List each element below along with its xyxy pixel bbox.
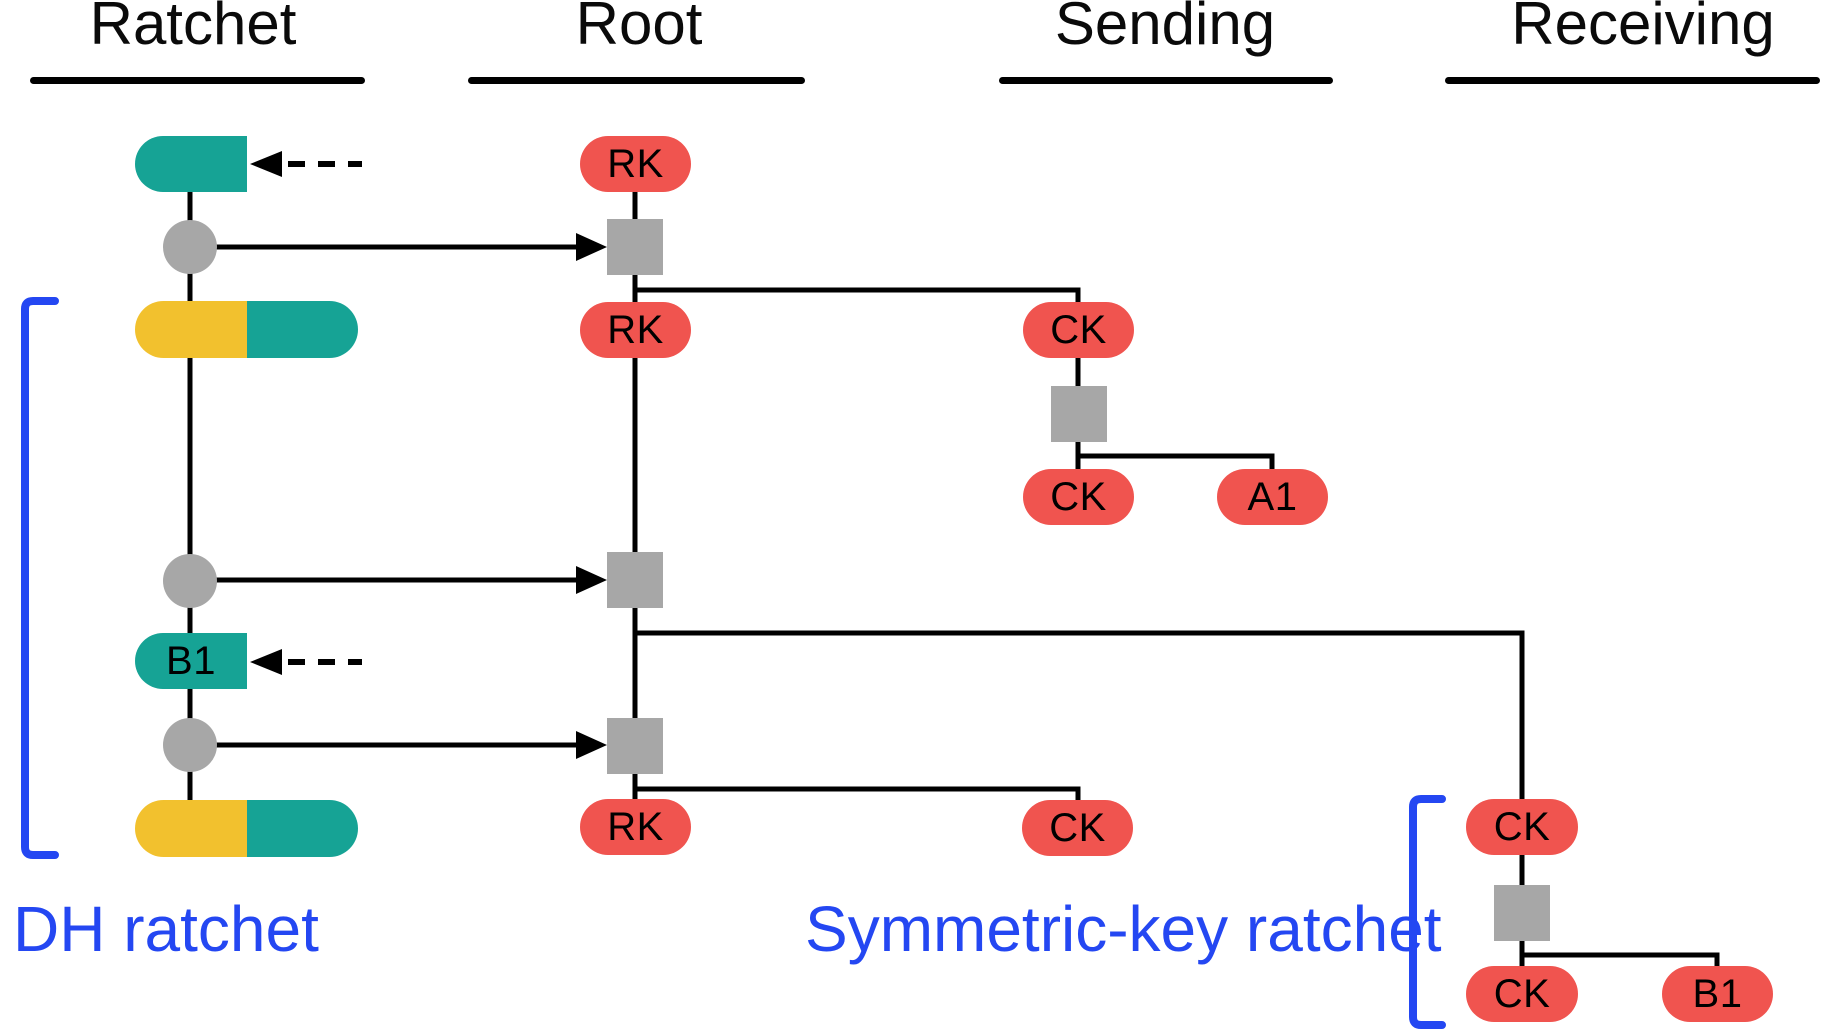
- receiving-chain-key-pill: CK: [1466, 799, 1578, 855]
- receiving-chain-key-pill: CK: [1466, 966, 1578, 1022]
- dh-public-key-pill: [135, 136, 247, 192]
- root-key-pill: RK: [580, 136, 691, 192]
- kdf-square: [1051, 386, 1107, 442]
- sending-chain-key-pill: CK: [1022, 800, 1133, 856]
- dh-private-half: [135, 800, 247, 857]
- column-header-ratchet: Ratchet: [89, 0, 297, 57]
- header-underline: [30, 77, 365, 84]
- kdf-square: [1494, 885, 1550, 941]
- header-underline: [999, 77, 1333, 84]
- header-underline: [1445, 77, 1820, 84]
- column-header-receiving: Receiving: [1511, 0, 1775, 57]
- message-key-a1-pill: A1: [1217, 469, 1328, 525]
- sending-to-a1-line: [1078, 453, 1275, 469]
- kdf-square: [607, 718, 663, 774]
- root-key-pill: RK: [580, 799, 691, 855]
- message-key-b1-pill: B1: [1662, 966, 1773, 1022]
- arrowhead-icon: [576, 566, 607, 594]
- dh-node-circle: [163, 220, 217, 274]
- dh-public-half: [246, 800, 358, 857]
- root-to-receiving-line: [635, 630, 1525, 966]
- sending-chain-key-pill: CK: [1023, 302, 1134, 358]
- incoming-arrowhead-icon: [250, 151, 282, 177]
- arrowhead-icon: [576, 731, 607, 759]
- dh-ratchet-label: DH ratchet: [13, 893, 319, 965]
- dh-keypair-pill: [135, 301, 358, 358]
- sending-chain-key-pill: CK: [1023, 469, 1134, 525]
- dh-ratchet-bracket: [21, 297, 59, 859]
- header-underline: [468, 77, 805, 84]
- root-key-pill: RK: [580, 302, 691, 358]
- dh-public-key-b1-pill: B1: [135, 633, 247, 689]
- symmetric-key-ratchet-label: Symmetric-key ratchet: [805, 893, 1442, 965]
- receiving-to-b1-line: [1522, 952, 1720, 966]
- dh-node-circle: [163, 554, 217, 608]
- column-header-sending: Sending: [1054, 0, 1276, 57]
- arrowhead-icon: [576, 233, 607, 261]
- symmetric-ratchet-bracket: [1409, 795, 1446, 1029]
- dh-keypair-pill: [135, 800, 358, 857]
- dh-public-half: [246, 301, 358, 358]
- kdf-square: [607, 552, 663, 608]
- dh-private-half: [135, 301, 247, 358]
- root-to-bottom-ck-line: [635, 786, 1081, 801]
- kdf-square: [607, 219, 663, 275]
- incoming-arrowhead-icon: [250, 649, 282, 675]
- root-to-sending-line: [635, 287, 1081, 469]
- column-header-root: Root: [575, 0, 703, 57]
- dh-node-circle: [163, 718, 217, 772]
